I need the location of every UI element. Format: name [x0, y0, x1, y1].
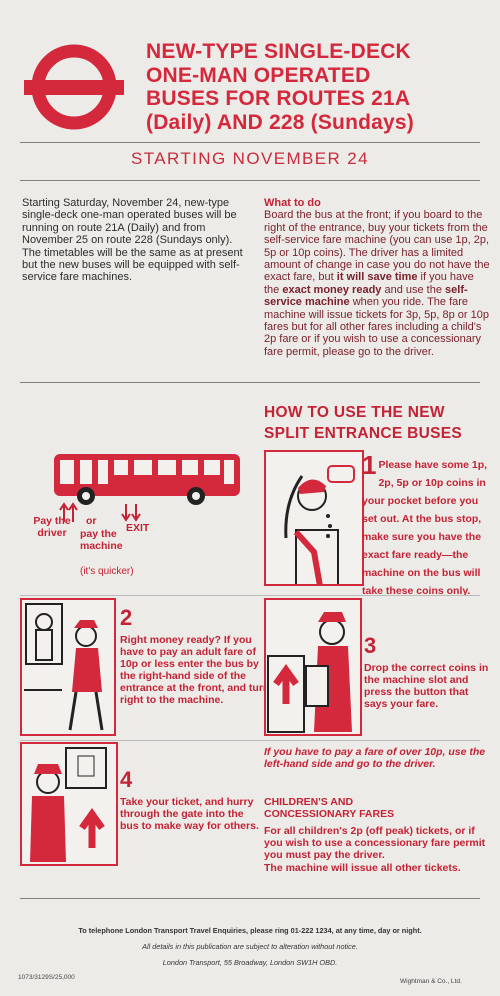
step-3-text-block: 3 Drop the correct coins in the machine … — [364, 633, 492, 711]
step-number: 2 — [120, 605, 133, 630]
passenger-with-ticket-icon — [30, 747, 107, 862]
divider — [20, 898, 480, 899]
step-number: 1 — [362, 450, 377, 480]
step-1-text: Please have some 1p, 2p, 5p or 10p coins… — [362, 459, 488, 597]
page-title: NEW-TYPE SINGLE-DECK ONE-MAN OPERATED BU… — [146, 40, 486, 134]
pay-machine-label: pay the machine — [80, 528, 123, 553]
fare-machine-icon — [267, 612, 352, 733]
step-number: 3 — [364, 633, 377, 658]
bus-diagram-icon — [54, 454, 240, 522]
step-3-text: Drop the correct coins in the machine sl… — [364, 662, 489, 711]
title-line: NEW-TYPE SINGLE-DECK — [146, 40, 411, 63]
step-number: 4 — [120, 767, 133, 792]
step-3-illustration — [264, 598, 362, 736]
title-line: ONE-MAN OPERATED — [146, 63, 371, 87]
telephone-note: To telephone London Transport Travel Enq… — [78, 926, 422, 935]
step-4-illustration — [20, 742, 118, 866]
divider — [20, 595, 480, 596]
howto-heading: HOW TO USE THE NEW SPLIT ENTRANCE BUSES — [264, 402, 494, 444]
over-10p-note: If you have to pay a fare of over 10p, u… — [264, 746, 486, 771]
bold-phrase: it will save time — [336, 271, 418, 284]
step-4-text: Take your ticket, and hurry through the … — [120, 796, 259, 833]
children-heading-line: CONCESSIONARY FARES — [264, 808, 395, 821]
what-to-do-text: when you ride. The fare machine will iss… — [264, 296, 490, 358]
printer-name: Wightman & Co., Ltd. — [400, 978, 462, 985]
step-1-text-block: 1 Please have some 1p, 2p, 5p or 10p coi… — [362, 450, 492, 599]
subtitle: STARTING NOVEMBER 24 — [130, 149, 370, 168]
title-line: (Daily) AND 228 (Sundays) — [146, 110, 414, 134]
divider — [20, 382, 480, 383]
address-note: London Transport, 55 Broadway, London SW… — [162, 958, 338, 967]
london-transport-roundel-logo — [24, 44, 124, 130]
what-to-do-text: Board the bus at the front; if you board… — [264, 209, 490, 284]
step-2-text-block: 2 Right money ready? If you have to pay … — [120, 605, 270, 707]
bold-phrase: self-service machine — [264, 283, 468, 309]
divider — [20, 142, 480, 143]
what-to-do-heading: What to do — [264, 197, 321, 209]
passenger-entering-bus-icon — [24, 603, 104, 731]
alteration-note: All details in this publication are subj… — [142, 942, 358, 951]
bold-phrase: exact money ready — [282, 283, 382, 296]
step-2-illustration — [20, 598, 116, 736]
exit-label: EXIT — [126, 522, 150, 534]
children-text: For all children's 2p (off peak) tickets… — [264, 825, 486, 862]
person-with-purse-icon — [284, 465, 355, 584]
title-line: BUSES FOR ROUTES 21A — [146, 87, 411, 110]
step-1-illustration — [264, 450, 364, 586]
step-2-text: Right money ready? If you have to pay an… — [120, 634, 270, 707]
children-heading-line: CHILDREN'S AND — [264, 796, 354, 808]
howto-heading-line: SPLIT ENTRANCE BUSES — [264, 425, 463, 442]
divider — [20, 180, 480, 181]
or-label: or — [86, 515, 97, 527]
what-to-do-text: and use the — [384, 283, 442, 296]
children-heading: CHILDREN'S AND CONCESSIONARY FARES — [264, 796, 492, 820]
howto-heading-line: HOW TO USE THE NEW — [264, 404, 445, 421]
divider — [20, 740, 480, 741]
step-4-text-block: 4 Take your ticket, and hurry through th… — [120, 767, 262, 833]
intro-text: Starting Saturday, November 24, new-type… — [22, 197, 243, 284]
children-text-2: The machine will issue all other tickets… — [264, 862, 461, 874]
print-code: 1073/3129S/25,000 — [18, 974, 75, 981]
quicker-label: (it's quicker) — [80, 566, 134, 577]
what-to-do-section: What to do Board the bus at the front; i… — [264, 197, 490, 358]
what-to-do-text: if you have the — [264, 271, 474, 296]
pay-driver-label: Pay the driver — [33, 515, 71, 540]
